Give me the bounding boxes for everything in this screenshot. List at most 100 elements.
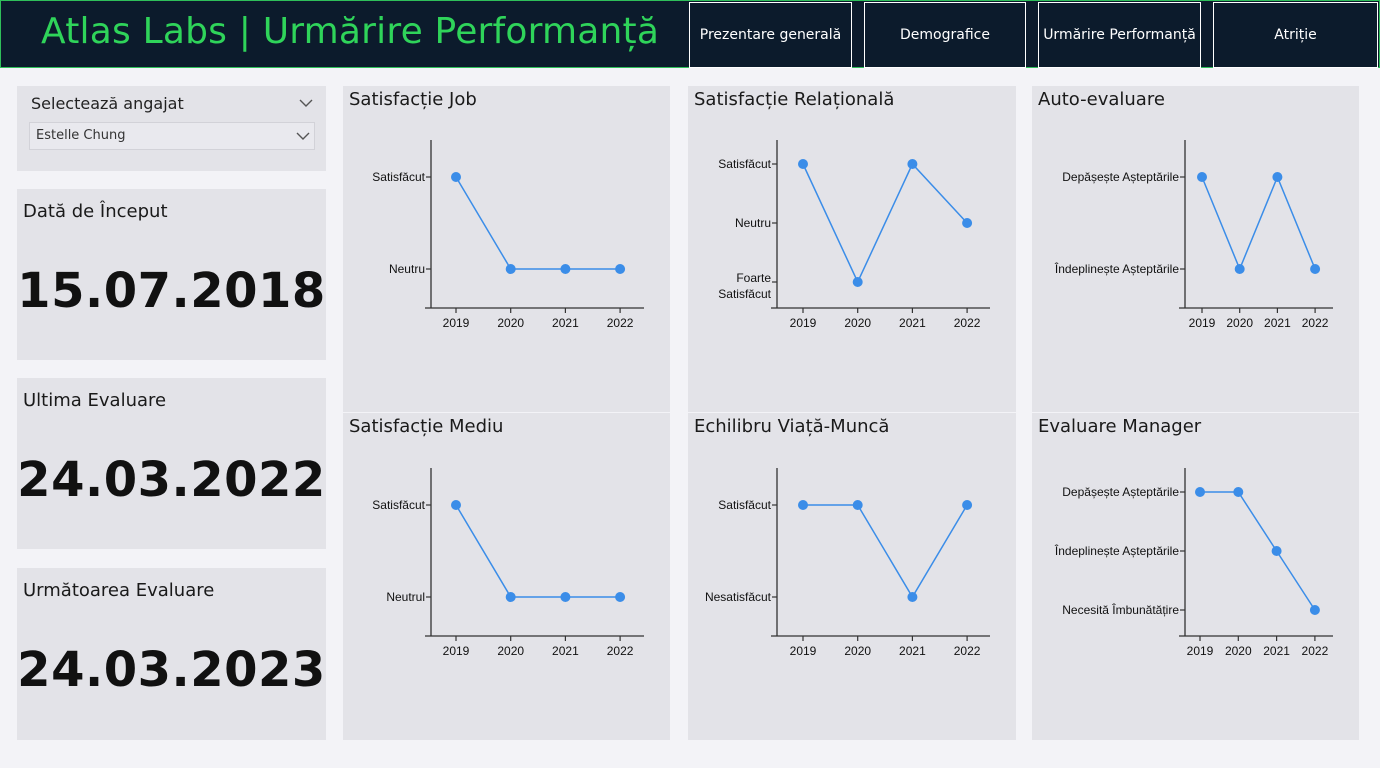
data-point[interactable] — [852, 500, 863, 510]
data-point[interactable] — [560, 592, 571, 602]
data-point[interactable] — [962, 500, 973, 510]
chart-title-work-life-balance: Echilibru Viață-Muncă — [694, 416, 890, 437]
app-title: Atlas Labs | Urmărire Performanță — [41, 11, 660, 52]
y-tick-label: Necesită Îmbunătățire — [1062, 602, 1179, 617]
series-line — [455, 504, 621, 598]
x-tick-label: 2020 — [497, 644, 524, 658]
y-tick-label: Satisfăcut — [718, 498, 771, 512]
series-line — [1200, 491, 1316, 611]
x-tick-label: 2019 — [790, 316, 817, 330]
card-label: Următoarea Evaluare — [23, 580, 215, 601]
last-review-card: Ultima Evaluare 24.03.2022 — [17, 378, 326, 549]
last-review-value: 24.03.2022 — [17, 452, 326, 508]
data-point[interactable] — [962, 218, 973, 228]
x-tick-label: 2022 — [607, 316, 634, 330]
slicer-label: Selectează angajat — [31, 94, 184, 113]
x-tick-label: 2020 — [1226, 316, 1253, 330]
chart-column-2 — [688, 86, 1016, 740]
x-tick-label: 2019 — [790, 644, 817, 658]
top-header: Atlas Labs | Urmărire Performanță Prezen… — [0, 0, 1380, 68]
y-tick-label: Neutru — [735, 216, 771, 230]
x-tick-label: 2021 — [552, 316, 579, 330]
chevron-down-icon[interactable] — [299, 98, 313, 108]
data-point[interactable] — [798, 500, 808, 510]
chart-title-manager-rating: Evaluare Manager — [1038, 416, 1202, 437]
start-date-card: Dată de Început 15.07.2018 — [17, 189, 326, 360]
chart-column-1 — [343, 86, 670, 740]
next-review-value: 24.03.2023 — [17, 642, 326, 698]
x-tick-label: 2022 — [954, 644, 981, 658]
x-tick-label: 2021 — [1263, 644, 1290, 658]
chart-title-environment-satisfaction: Satisfacție Mediu — [349, 416, 504, 437]
chevron-down-icon[interactable] — [296, 131, 310, 141]
x-tick-label: 2021 — [552, 644, 579, 658]
x-tick-label: 2019 — [443, 644, 470, 658]
data-point[interactable] — [505, 264, 516, 274]
start-date-value: 15.07.2018 — [17, 263, 326, 319]
y-tick-label: Îndeplinește Așteptările — [1054, 543, 1179, 558]
y-tick-label: Neutrul — [386, 590, 425, 604]
data-point[interactable] — [451, 172, 461, 182]
y-tick-label: Satisfăcut — [372, 170, 425, 184]
line-chart-environment-satisfaction: Neutrul Satisfăcut 2019 2020 2021 2022 — [372, 468, 644, 658]
data-point[interactable] — [907, 592, 918, 602]
row-divider — [343, 412, 1359, 413]
data-point[interactable] — [615, 592, 626, 602]
x-tick-label: 2020 — [1225, 644, 1252, 658]
data-point[interactable] — [1197, 172, 1207, 182]
x-tick-label: 2020 — [844, 316, 871, 330]
x-tick-label: 2019 — [1187, 644, 1214, 658]
x-tick-label: 2020 — [844, 644, 871, 658]
nav-button-attrition[interactable]: Atriție — [1213, 2, 1378, 68]
data-point[interactable] — [1195, 487, 1205, 497]
next-review-card: Următoarea Evaluare 24.03.2023 — [17, 568, 326, 740]
chart-title-job-satisfaction: Satisfacție Job — [349, 89, 477, 110]
nav-button-demographics[interactable]: Demografice — [864, 2, 1026, 68]
series-line — [803, 504, 968, 599]
chart-title-self-rating: Auto-evaluare — [1038, 89, 1165, 110]
x-tick-label: 2022 — [607, 644, 634, 658]
data-point[interactable] — [1310, 264, 1321, 274]
x-tick-label: 2020 — [497, 316, 524, 330]
data-point[interactable] — [1234, 264, 1245, 274]
series-line — [802, 162, 968, 284]
line-chart-job-satisfaction: Neutru Satisfăcut 2019 2020 2021 2022 — [372, 140, 644, 330]
data-point[interactable] — [907, 159, 918, 169]
data-point[interactable] — [798, 159, 808, 169]
data-point[interactable] — [560, 264, 571, 274]
y-tick-label: Neutru — [389, 262, 425, 276]
chart-column-3 — [1032, 86, 1359, 740]
line-chart-manager-rating: Necesită Îmbunătățire Îndeplinește Aștept… — [1054, 468, 1333, 658]
series-line — [1201, 175, 1316, 271]
data-point[interactable] — [1233, 487, 1244, 497]
data-point[interactable] — [1272, 172, 1283, 182]
x-tick-label: 2022 — [1302, 644, 1329, 658]
card-label: Ultima Evaluare — [23, 390, 167, 411]
data-point[interactable] — [1271, 546, 1282, 556]
series-line — [455, 176, 621, 270]
x-tick-label: 2019 — [1189, 316, 1216, 330]
employee-slicer[interactable]: Selectează angajat Estelle Chung — [17, 86, 326, 171]
data-point[interactable] — [852, 277, 863, 287]
data-point[interactable] — [615, 264, 626, 274]
selected-employee: Estelle Chung — [36, 128, 126, 143]
x-tick-label: 2021 — [899, 316, 926, 330]
x-tick-label: 2022 — [1302, 316, 1329, 330]
y-tick-label: Satisfăcut — [372, 498, 425, 512]
data-point[interactable] — [1309, 605, 1320, 615]
x-tick-label: 2019 — [443, 316, 470, 330]
nav-button-performance[interactable]: Urmărire Performanță — [1038, 2, 1201, 68]
data-point[interactable] — [451, 500, 461, 510]
data-point[interactable] — [505, 592, 516, 602]
x-tick-label: 2022 — [954, 316, 981, 330]
y-tick-label: Satisfăcut — [718, 157, 771, 171]
y-tick-label: Îndeplinește Așteptările — [1054, 261, 1179, 276]
employee-select[interactable]: Estelle Chung — [29, 122, 315, 150]
y-tick-label: Depășește Așteptările — [1062, 485, 1179, 499]
nav-button-overview[interactable]: Prezentare generală — [689, 2, 852, 68]
x-tick-label: 2021 — [899, 644, 926, 658]
